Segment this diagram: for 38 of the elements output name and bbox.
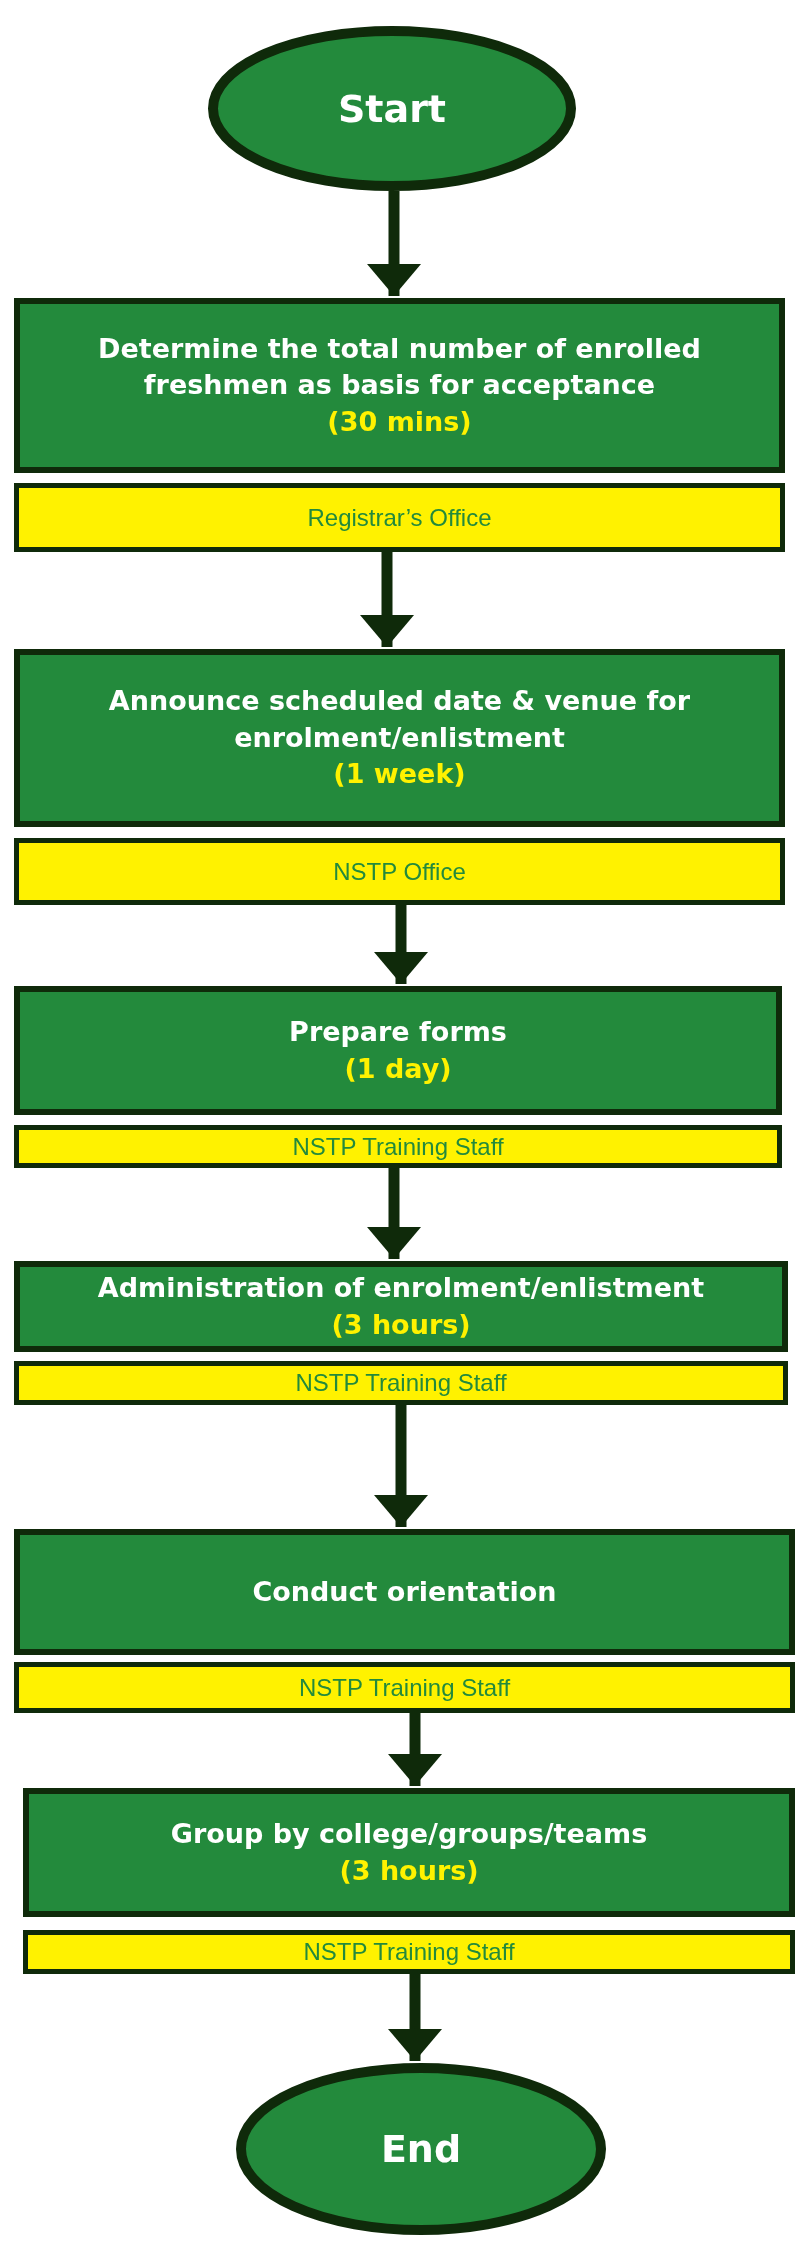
duration-text: (1 day) xyxy=(344,1051,452,1086)
arrow xyxy=(360,552,414,647)
office-label: Registrar’s Office xyxy=(307,503,492,532)
arrow xyxy=(367,191,421,296)
responsible-office-bar xyxy=(14,1662,795,1713)
arrow xyxy=(374,1405,428,1527)
responsible-office-bar xyxy=(14,1361,788,1405)
duration-text: (1 week) xyxy=(333,757,466,792)
responsible-office-bar xyxy=(14,483,785,552)
step-title: Announce scheduled date & venue for enrolment/enlistment xyxy=(107,684,692,755)
arrow xyxy=(388,1713,442,1786)
office-label: NSTP Training Staff xyxy=(303,1938,515,1966)
process-box xyxy=(14,986,782,1115)
arrow xyxy=(374,905,428,984)
duration-text: (30 mins) xyxy=(327,404,472,439)
step-title: Conduct orientation xyxy=(252,1574,557,1609)
office-label: NSTP Training Staff xyxy=(292,1132,504,1161)
step-title: Administration of enrolment/enlistment xyxy=(97,1271,705,1306)
office-label: NSTP Training Staff xyxy=(295,1369,507,1397)
step-title: Group by college/groups/teams xyxy=(170,1817,648,1852)
duration-text: (3 hours) xyxy=(331,1307,471,1342)
arrow xyxy=(388,1974,442,2061)
responsible-office-bar xyxy=(14,838,785,905)
step-title: Prepare forms xyxy=(289,1015,507,1050)
office-label: NSTP Office xyxy=(333,857,466,886)
step-title: Determine the total number of enrolled freshmen as basis for acceptance xyxy=(97,331,702,403)
process-box xyxy=(23,1788,795,1917)
office-label: NSTP Training Staff xyxy=(298,1673,511,1702)
terminal-label: End xyxy=(380,2127,462,2171)
process-box xyxy=(14,298,785,473)
arrow xyxy=(367,1168,421,1259)
terminal-label: Start xyxy=(337,86,447,131)
responsible-office-bar xyxy=(14,1125,782,1168)
process-box xyxy=(14,1529,795,1655)
process-box xyxy=(14,649,785,827)
process-box xyxy=(14,1261,788,1352)
responsible-office-bar xyxy=(23,1930,795,1974)
duration-text: (3 hours) xyxy=(339,1853,479,1888)
